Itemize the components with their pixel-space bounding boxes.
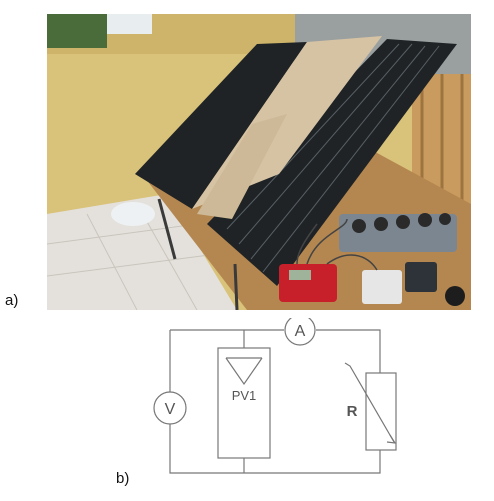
multimeter-red xyxy=(279,264,337,302)
variable-arrowhead xyxy=(386,434,397,444)
lamp-sockets xyxy=(352,213,451,233)
sensor xyxy=(445,286,465,306)
floor xyxy=(47,194,237,310)
pv-module-box xyxy=(217,347,271,459)
meter-dark xyxy=(405,262,437,292)
table-leg xyxy=(157,198,177,260)
voltmeter-label: V xyxy=(165,401,176,418)
solar-panel-photo xyxy=(47,14,471,310)
panel-b-label: b) xyxy=(116,470,130,487)
top-wire-right xyxy=(316,329,381,373)
foliage xyxy=(47,14,107,48)
multimeter-display xyxy=(289,270,311,280)
bubble-wrap xyxy=(111,202,155,226)
right-solar-panel xyxy=(207,39,457,286)
left-solar-panel xyxy=(135,42,307,209)
bottom-wire xyxy=(169,424,381,474)
pv-module-label: PV1 xyxy=(232,388,257,403)
pv-diode-symbol xyxy=(225,357,263,386)
variable-arrow xyxy=(344,362,395,443)
resistor-box xyxy=(365,372,397,451)
table-leg-2 xyxy=(233,263,239,310)
photo-scene xyxy=(47,14,471,310)
panel-lines xyxy=(226,43,440,273)
circuit-diagram: A V PV1 R xyxy=(153,318,397,474)
wires xyxy=(296,218,378,271)
ammeter-circle xyxy=(284,318,316,346)
multimeter-white xyxy=(362,270,402,304)
cardboard-lower xyxy=(197,114,287,219)
voltmeter-circle xyxy=(153,391,187,425)
ammeter-label: A xyxy=(295,323,306,340)
panel-a-label: a) xyxy=(5,292,19,309)
window xyxy=(107,14,152,34)
resistor-label: R xyxy=(347,403,358,420)
